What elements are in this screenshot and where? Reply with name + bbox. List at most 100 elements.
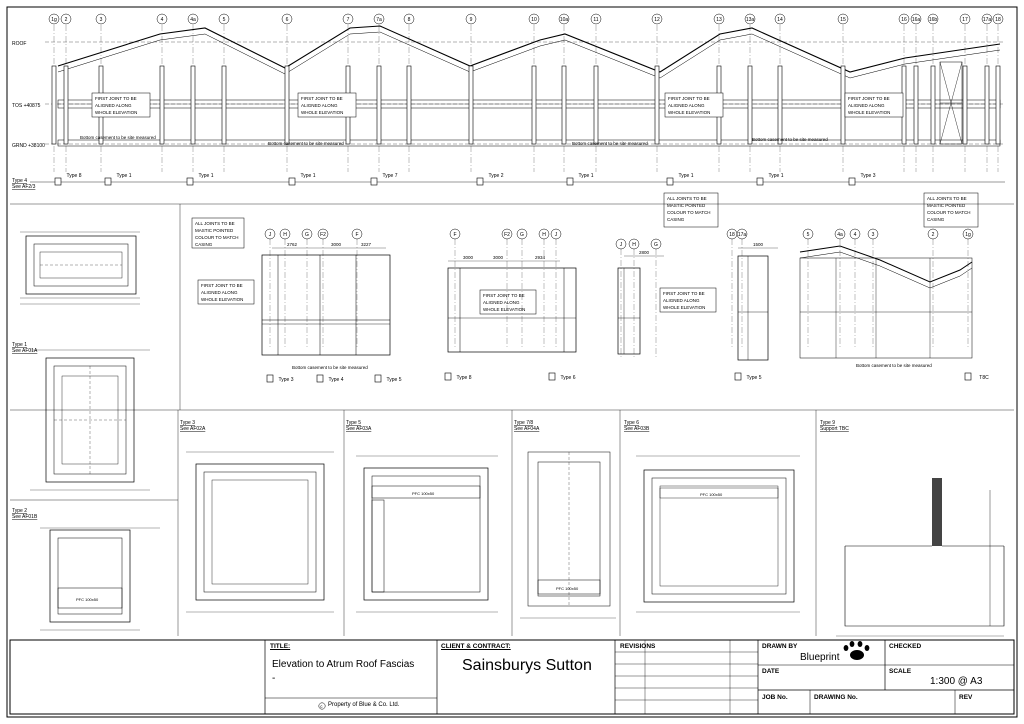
gridline-16-bubble — [898, 13, 910, 25]
dim-2934: 2934 — [535, 255, 546, 260]
column-18 — [995, 65, 1001, 145]
column-10 — [531, 65, 537, 145]
type-tag: Type 1 — [578, 173, 593, 179]
type4-label: Type 4 — [12, 178, 27, 184]
gridline-17-bubble — [959, 13, 971, 25]
client-name: Sainsburys Sutton — [462, 657, 592, 674]
gridline-4a-bubble — [187, 13, 199, 25]
column-4a — [190, 65, 196, 145]
note-bottom-casement-3: Bottom casement to be site measured — [572, 141, 648, 146]
base-block — [288, 177, 296, 186]
column-17 — [962, 65, 968, 145]
column-16b — [930, 65, 936, 145]
svg-text:WHOLE ELEVATION: WHOLE ELEVATION — [95, 110, 137, 115]
gridline-18-bubble — [992, 13, 1004, 25]
gridline-17a-bubble — [981, 13, 993, 25]
svg-text:COLOUR TO MATCH: COLOUR TO MATCH — [667, 210, 711, 215]
gridline-10a-bubble — [558, 13, 570, 25]
gridline-6: 6 — [286, 17, 289, 23]
note-all-joints-2: ALL JOINTS TO BE MASTIC POINTED COLOUR T… — [923, 192, 979, 228]
type-tag: Type 3 — [860, 173, 875, 179]
scale-value: 1:300 @ A3 — [930, 676, 983, 687]
column-6 — [284, 65, 290, 145]
column-15 — [840, 65, 846, 145]
svg-text:MASTIC POINTED: MASTIC POINTED — [195, 228, 234, 233]
sec4-grids-17a: 17a — [738, 232, 747, 238]
gridline-16: 16 — [901, 17, 907, 23]
note-first-joint-6: FIRST JOINT TO BE ALIGNED ALONG WHOLE EL… — [479, 289, 537, 315]
svg-text:CASING: CASING — [195, 242, 213, 247]
drawn-by-value: Blueprint — [800, 652, 840, 663]
column-1g — [51, 65, 57, 145]
gridline-7: 7 — [347, 17, 350, 23]
type78-ref: See AF04A — [514, 426, 540, 432]
type1-label: Type 1 — [12, 342, 27, 348]
detail-type-3: Type 3 See AF02A — [180, 420, 334, 613]
svg-text:c: c — [320, 704, 323, 709]
svg-text:FIRST JOINT TO BE: FIRST JOINT TO BE — [668, 96, 710, 101]
property-note: Property of Blue & Co. Ltd. — [328, 702, 400, 708]
base-block — [548, 372, 556, 381]
column-4 — [159, 65, 165, 145]
svg-text:ALIGNED ALONG: ALIGNED ALONG — [301, 103, 338, 108]
base-block — [370, 177, 378, 186]
gridline-10-bubble — [528, 13, 540, 25]
type2-ref: See AF01B — [12, 514, 38, 520]
title-dash: - — [272, 673, 276, 684]
column-11 — [593, 65, 599, 145]
sec1-grids-H: H — [283, 232, 287, 238]
gridline-11: 11 — [593, 17, 598, 23]
gridline-3-bubble — [95, 13, 107, 25]
revisions-label: REVISIONS — [620, 643, 656, 650]
section-1: ALL JOINTS TO BE MASTIC POINTED COLOUR T… — [191, 217, 402, 383]
detail-type-2: Type 2 See AF01B PFC 100x50 — [12, 508, 160, 631]
note-bottom-casement-6: Bottom casement to be site measured — [856, 363, 932, 368]
svg-text:COLOUR TO MATCH: COLOUR TO MATCH — [195, 235, 239, 240]
base-block — [104, 177, 112, 186]
column-14 — [777, 65, 783, 145]
sec2-grids-F: F — [453, 232, 456, 238]
dim-2762: 2762 — [287, 242, 298, 247]
type-tag: Type 2 — [488, 173, 503, 179]
drawing-title: Elevation to Atrum Roof Fascias — [272, 659, 415, 670]
type5-pfc: PFC 100x50 — [412, 491, 435, 496]
gridline-17a: 17a — [983, 17, 992, 23]
type-tag: Type 3 — [278, 377, 293, 383]
sec3-grids-J: J — [620, 242, 623, 248]
type-tag: Type 8 — [456, 375, 471, 381]
level-tos: TOS +40875 — [12, 103, 41, 109]
sec5-grids-4a: 4a — [837, 232, 843, 238]
dim-3000: 3000 — [493, 255, 504, 260]
svg-text:MASTIC POINTED: MASTIC POINTED — [667, 203, 706, 208]
gridline-2-bubble — [60, 13, 72, 25]
gridline-1g: 1g — [51, 17, 57, 23]
sec1-grids-J: J — [269, 232, 272, 238]
svg-text:ALIGNED ALONG: ALIGNED ALONG — [201, 290, 238, 295]
sec2-grids-J: J — [555, 232, 558, 238]
column-17a — [984, 65, 990, 145]
gridline-5: 5 — [223, 17, 226, 23]
type1-ref: See AF01A — [12, 348, 38, 354]
svg-text:WHOLE ELEVATION: WHOLE ELEVATION — [663, 305, 705, 310]
paw-logo-icon — [843, 641, 870, 660]
sec2-grids-F2: F2 — [504, 232, 510, 238]
type2-label: Type 2 — [12, 508, 27, 514]
svg-text:FIRST JOINT TO BE: FIRST JOINT TO BE — [483, 293, 525, 298]
gridline-7a: 7a — [376, 17, 382, 23]
gridline-15-bubble — [837, 13, 849, 25]
column-7a — [376, 65, 382, 145]
title-block: c — [9, 639, 1015, 715]
detail-type-4: Type 4 See AF2/3 — [12, 178, 140, 305]
gridline-17: 17 — [962, 17, 968, 23]
gridline-7-bubble — [342, 13, 354, 25]
svg-text:ALIGNED ALONG: ALIGNED ALONG — [483, 300, 520, 305]
base-block — [444, 372, 452, 381]
note-first-joint-1: FIRST JOINT TO BE ALIGNED ALONG WHOLE EL… — [91, 92, 151, 118]
gridline-16b: 16b — [929, 17, 938, 23]
detail-type-9: Type 9 Support TBC — [820, 420, 1005, 637]
base-block — [666, 177, 674, 186]
